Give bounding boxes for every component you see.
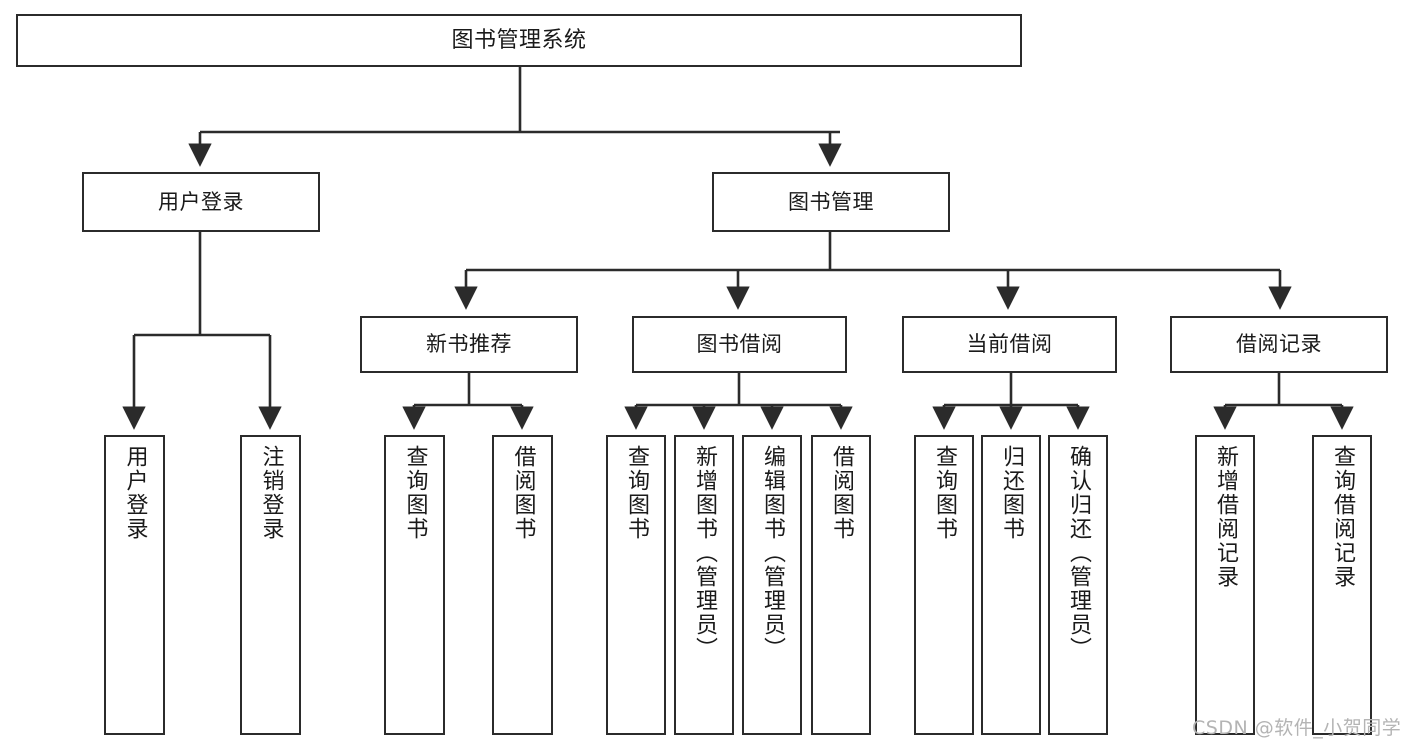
leaf-add-book[interactable]: 新增图书（管理员） <box>674 435 734 735</box>
node-label: 借阅图书 <box>829 445 854 541</box>
leaf-logout-login[interactable]: 注销登录 <box>240 435 301 735</box>
node-label: 新增借阅记录 <box>1213 445 1238 589</box>
node-new-book-recommend[interactable]: 新书推荐 <box>360 316 578 373</box>
node-label: 查询图书 <box>932 445 957 541</box>
node-borrow-record[interactable]: 借阅记录 <box>1170 316 1388 373</box>
node-label: 编辑图书（管理员） <box>760 445 785 661</box>
leaf-add-borrow-record[interactable]: 新增借阅记录 <box>1195 435 1255 735</box>
leaf-query-borrow-record[interactable]: 查询借阅记录 <box>1312 435 1372 735</box>
node-label: 归还图书 <box>999 445 1024 541</box>
node-label: 用户登录 <box>158 189 244 214</box>
node-label: 查询借阅记录 <box>1330 445 1355 589</box>
leaf-user-login[interactable]: 用户登录 <box>104 435 165 735</box>
node-label: 用户登录 <box>122 445 148 541</box>
node-root-system[interactable]: 图书管理系统 <box>16 14 1022 67</box>
node-book-borrow[interactable]: 图书借阅 <box>632 316 847 373</box>
node-label: 当前借阅 <box>966 332 1053 357</box>
node-label: 图书管理系统 <box>451 27 587 53</box>
node-label: 图书借阅 <box>696 332 783 357</box>
node-label: 新书推荐 <box>426 332 512 357</box>
node-user-login[interactable]: 用户登录 <box>82 172 320 232</box>
node-label: 借阅记录 <box>1236 332 1322 357</box>
node-label: 注销登录 <box>258 445 284 541</box>
node-book-manage[interactable]: 图书管理 <box>712 172 950 232</box>
leaf-edit-book[interactable]: 编辑图书（管理员） <box>742 435 802 735</box>
node-label: 图书管理 <box>788 189 874 214</box>
node-label: 确认归还（管理员） <box>1066 445 1091 661</box>
leaf-query-book-1[interactable]: 查询图书 <box>384 435 445 735</box>
node-label: 查询图书 <box>402 445 428 541</box>
node-current-borrow[interactable]: 当前借阅 <box>902 316 1117 373</box>
leaf-return-book[interactable]: 归还图书 <box>981 435 1041 735</box>
leaf-borrow-book-1[interactable]: 借阅图书 <box>492 435 553 735</box>
node-label: 借阅图书 <box>510 445 536 541</box>
leaf-query-book-3[interactable]: 查询图书 <box>914 435 974 735</box>
node-label: 查询图书 <box>624 445 649 541</box>
node-label: 新增图书（管理员） <box>692 445 717 661</box>
leaf-confirm-return[interactable]: 确认归还（管理员） <box>1048 435 1108 735</box>
leaf-borrow-book-2[interactable]: 借阅图书 <box>811 435 871 735</box>
leaf-query-book-2[interactable]: 查询图书 <box>606 435 666 735</box>
